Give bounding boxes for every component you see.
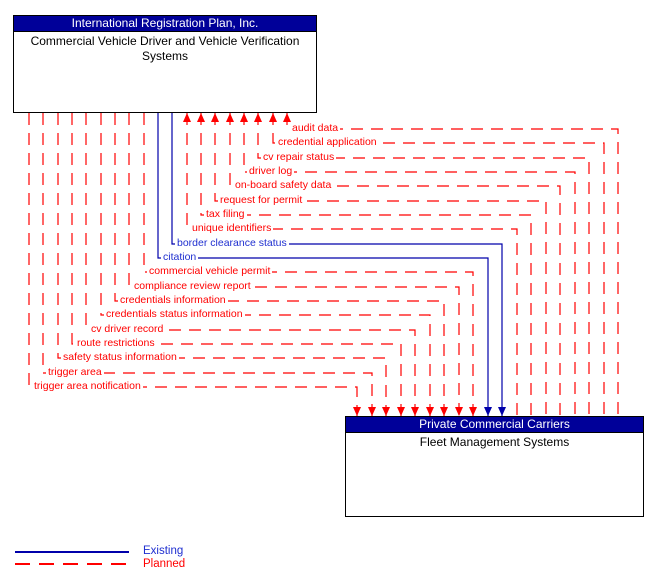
flow-label: compliance review report [132, 280, 253, 292]
flow-line [157, 113, 489, 416]
flow-arrow-icon [254, 113, 262, 122]
flow-arrow-icon [498, 407, 506, 416]
bottom-entity-header-label: Private Commercial Carriers [419, 417, 570, 431]
bottom-entity-box: Private Commercial Carriers Fleet Manage… [345, 416, 644, 517]
flow-label: unique identifiers [190, 222, 274, 234]
top-entity-header: International Registration Plan, Inc. [14, 16, 316, 32]
flow-line [200, 113, 532, 416]
flow-arrow-icon [226, 113, 234, 122]
flow-label: cv driver record [89, 323, 166, 335]
flow-line [243, 113, 576, 416]
flow-label: credentials status information [104, 308, 245, 320]
legend-planned-label: Planned [143, 558, 186, 570]
flow-arrow-icon [484, 407, 492, 416]
flow-arrow-icon [440, 407, 448, 416]
flow-arrow-icon [411, 407, 419, 416]
flow-label: cv repair status [261, 151, 337, 163]
flow-label: trigger area notification [32, 380, 143, 392]
flow-line [186, 113, 518, 416]
flow-line [257, 113, 590, 416]
flow-label: safety status information [61, 351, 179, 363]
flow-label: citation [161, 251, 199, 263]
legend-existing-label: Existing [143, 545, 184, 557]
flow-line [57, 113, 387, 416]
flow-arrow-icon [368, 407, 376, 416]
flow-arrow-icon [211, 113, 219, 122]
bottom-entity-title: Fleet Management Systems [419, 435, 570, 449]
top-entity-header-label: International Registration Plan, Inc. [71, 16, 259, 30]
flow-arrow-icon [382, 407, 390, 416]
flow-label: credentials information [118, 294, 228, 306]
flow-label: driver log [247, 165, 295, 177]
flow-label: route restrictions [75, 337, 157, 349]
flow-line [171, 113, 503, 416]
flow-arrow-icon [283, 113, 291, 122]
flow-label: commercial vehicle permit [147, 265, 273, 277]
flow-label: trigger area [46, 366, 104, 378]
flow-arrow-icon [397, 407, 405, 416]
flow-arrow-icon [197, 113, 205, 122]
flow-line [214, 113, 547, 416]
flow-label: credential application [276, 136, 379, 148]
flow-arrow-icon [353, 407, 361, 416]
flow-arrow-icon [269, 113, 277, 122]
top-entity-box: International Registration Plan, Inc. Co… [13, 15, 317, 113]
flow-label: border clearance status [175, 237, 289, 249]
flow-line [85, 113, 416, 416]
flow-arrow-icon [183, 113, 191, 122]
legend-planned-line [15, 563, 129, 565]
flow-label: audit data [290, 122, 341, 134]
flow-line [42, 113, 373, 416]
flow-arrow-icon [240, 113, 248, 122]
flow-label: on-board safety data [233, 179, 334, 191]
flow-line [128, 113, 460, 416]
flow-line [143, 113, 474, 416]
flow-label: tax filing [204, 208, 247, 220]
flow-arrow-icon [455, 407, 463, 416]
flow-arrow-icon [426, 407, 434, 416]
flow-arrow-icon [469, 407, 477, 416]
flow-label: request for permit [218, 194, 305, 206]
top-entity-title: Commercial Vehicle Driver and Vehicle Ve… [30, 34, 300, 63]
bottom-entity-header: Private Commercial Carriers [346, 417, 643, 433]
legend-existing-line [15, 551, 129, 553]
flow-line [100, 113, 431, 416]
